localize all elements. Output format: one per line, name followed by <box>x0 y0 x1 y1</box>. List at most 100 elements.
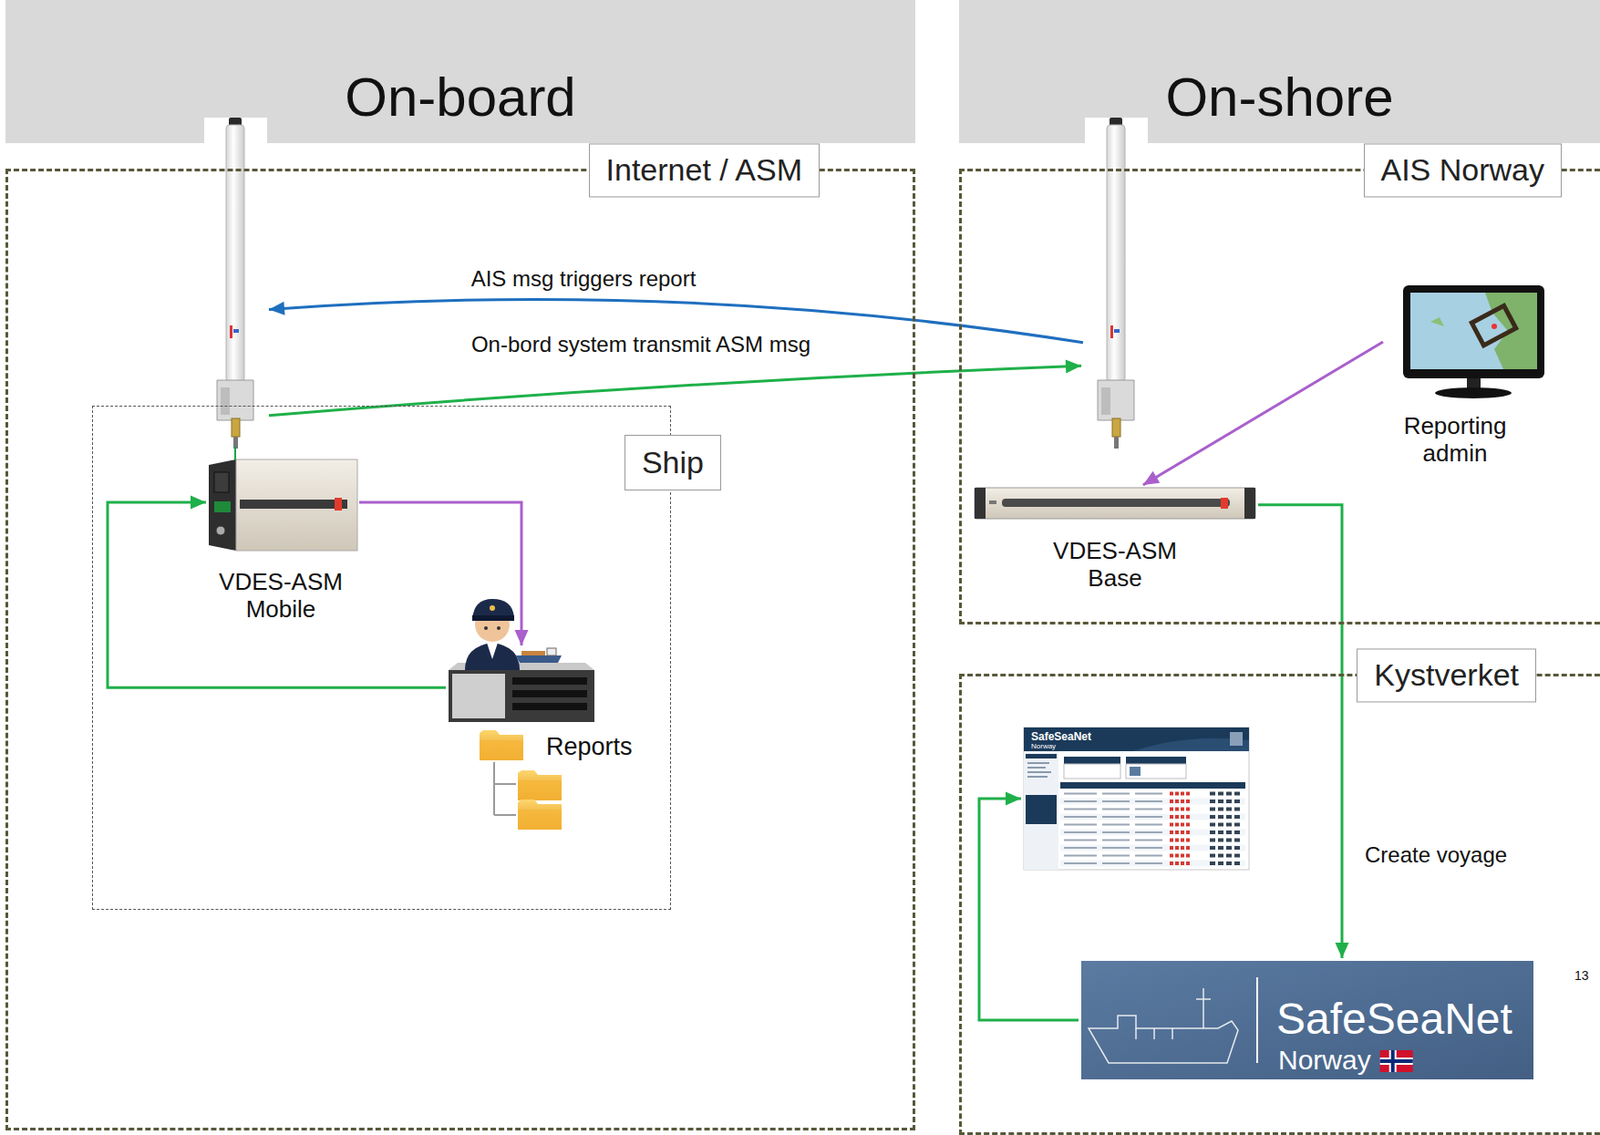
header-band-fill <box>959 0 1600 144</box>
screenshot-illustration-part-part <box>1226 830 1232 835</box>
logo-illustration-part <box>1256 977 1259 1064</box>
screenshot-illustration-part-part <box>1060 805 1246 813</box>
region-tag: Ship <box>624 434 722 491</box>
screenshot-illustration-part-part <box>1135 808 1163 811</box>
edge-label: On-bord system transmit ASM msg <box>468 331 814 359</box>
screenshot-illustration-part-part <box>1186 792 1190 796</box>
screenshot-illustration-part-part <box>1226 861 1232 866</box>
screenshot-illustration-part <box>1129 766 1141 776</box>
screenshot-illustration-part-part <box>1209 823 1216 827</box>
screenshot-illustration-part-part <box>1186 861 1190 866</box>
screenshot-illustration-part <box>1229 732 1243 746</box>
norway-flag <box>1380 1050 1414 1073</box>
monitor-icon-part <box>1430 317 1445 327</box>
captain-workstation-part <box>452 673 506 719</box>
connector-line <box>1143 341 1384 486</box>
norway-flag-part <box>1380 1057 1414 1065</box>
monitor-icon-part <box>1434 387 1512 399</box>
screenshot-illustration-part <box>1027 775 1048 778</box>
connector-line <box>107 502 446 688</box>
vdes-base-unit <box>974 487 1256 519</box>
screenshot-illustration-part-part <box>1169 854 1174 858</box>
arrow-head <box>1335 942 1350 959</box>
screenshot-illustration-part-part <box>1060 845 1246 852</box>
screenshot-illustration-part-part <box>1102 793 1130 795</box>
logo-illustration-part <box>1135 988 1211 1040</box>
ship-box: ShipVDES-ASM MobileReports <box>92 405 671 910</box>
captain-workstation-part <box>516 648 562 663</box>
screenshot-illustration-part <box>1027 771 1052 774</box>
captain-workstation-part <box>512 702 588 711</box>
screenshot-illustration-part-part <box>1209 792 1216 796</box>
screenshot-illustration-part <box>1060 782 1246 789</box>
screenshot-illustration-part <box>1023 751 1059 870</box>
screenshot-illustration-part-part <box>1063 824 1097 826</box>
screenshot-illustration-part-part <box>1102 831 1130 834</box>
screenshot-illustration-part-part <box>1169 815 1174 819</box>
page-number: 13 <box>1574 968 1590 983</box>
screenshot-illustration-part <box>1125 763 1187 779</box>
arrow-head <box>1065 359 1082 373</box>
screenshot-illustration-part-part <box>1060 814 1246 821</box>
antenna <box>1084 117 1148 449</box>
screenshot-illustration-part-part <box>1060 829 1246 837</box>
antenna <box>204 117 268 449</box>
captain-workstation-part-part <box>516 655 562 663</box>
screenshot-illustration-part-part <box>1209 830 1216 835</box>
screenshot-illustration-part-part <box>1063 839 1097 842</box>
captain-workstation-part <box>512 690 588 698</box>
screenshot-illustration-part-part <box>1175 807 1179 812</box>
screenshot-illustration-part-part <box>1135 793 1163 795</box>
screenshot-illustration-part <box>1027 762 1050 764</box>
screenshot-illustration-part-part <box>1135 815 1163 818</box>
vdes-mobile-unit-part <box>216 526 226 536</box>
monitor-icon-part <box>1403 285 1545 379</box>
screenshot-illustration-part-part <box>1186 830 1190 835</box>
captain-workstation-part-part <box>547 648 557 656</box>
screenshot-illustration-part-part <box>1102 846 1130 849</box>
screenshot-illustration-part-part <box>1180 854 1185 858</box>
screenshot-illustration-part-part <box>1186 838 1190 843</box>
captain-workstation-part <box>472 615 515 621</box>
connector <box>107 495 446 689</box>
folder-icon-part-part <box>517 780 562 801</box>
captain-workstation-part-part <box>521 650 546 656</box>
screenshot-illustration-part-part <box>1234 846 1240 850</box>
folder-icon-part <box>517 799 562 830</box>
vdes-base-unit-part <box>989 500 997 505</box>
screenshot-illustration-part-part <box>1234 799 1240 804</box>
screenshot-illustration-part-part <box>1175 846 1179 850</box>
logo-illustration-part <box>1081 960 1534 1080</box>
band-title: On-board <box>5 65 916 129</box>
screenshot-illustration-part-part <box>1226 807 1232 812</box>
screenshot-illustration-part-part <box>1175 792 1179 796</box>
screenshot-illustration-part-part <box>1102 839 1130 842</box>
device-node: VDES-ASM Base <box>970 117 1263 602</box>
region-box: AIS NorwayVDES-ASM BaseReporting admin <box>959 168 1600 625</box>
edge-label: AIS msg triggers report <box>468 266 700 293</box>
screenshot-illustration-part-part <box>1186 823 1190 827</box>
screenshot-illustration-part-part <box>1234 807 1240 812</box>
edge-label: Create voyage <box>1362 842 1510 869</box>
folder-icon-part-part <box>517 770 562 801</box>
screenshot-illustration-part-part <box>1135 855 1163 857</box>
screenshot-illustration-part-part <box>1180 823 1185 827</box>
screenshot-illustration-part-part <box>1180 846 1185 850</box>
screenshot-illustration-part-part <box>1186 854 1190 858</box>
screenshot-illustration-part-part <box>1218 815 1224 819</box>
screenshot-illustration-part-part <box>1209 846 1216 850</box>
screenshot-illustration-part-part <box>1063 831 1097 834</box>
captain-workstation-part <box>448 670 595 723</box>
monitor-icon <box>1403 285 1545 399</box>
screenshot-illustration-part-part <box>1175 830 1179 835</box>
screenshot-illustration-part <box>1063 756 1121 764</box>
screenshot-illustration-part-part <box>1218 830 1224 835</box>
region-tag: Kystverket <box>1356 648 1537 702</box>
screenshot-illustration-part-part <box>1175 838 1179 843</box>
screenshot-illustration-part-part <box>1234 830 1240 835</box>
screenshot-illustration-part <box>1027 766 1046 769</box>
vdes-mobile-unit-part <box>208 459 237 551</box>
header-band: On-shore <box>959 0 1600 144</box>
screenshot-illustration-part-part <box>1186 799 1190 804</box>
screenshot-illustration-part-part <box>1180 861 1185 866</box>
